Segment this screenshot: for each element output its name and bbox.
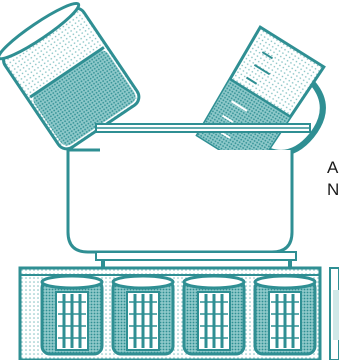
side-text-line-1: A xyxy=(327,158,338,178)
side-text-line-2: N xyxy=(327,180,339,200)
